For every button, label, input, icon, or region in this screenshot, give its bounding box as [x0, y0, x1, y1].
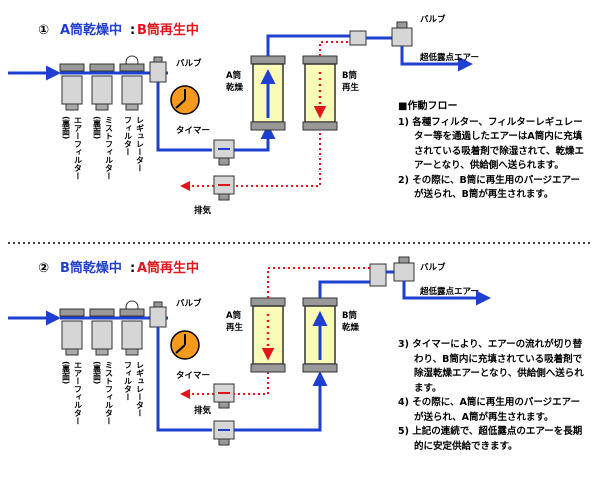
- valve-label-top-2: バルブ: [420, 262, 446, 273]
- regen-return-line: [234, 128, 321, 187]
- section-2-number: ②: [38, 261, 49, 276]
- air-filter-2-label-1: (裏面): [61, 361, 71, 384]
- supply-line-2: [156, 327, 212, 432]
- air-filter-2: [59, 308, 85, 356]
- timer-label-1: タイマー: [176, 125, 210, 136]
- filter-labels: (裏面) エアーフィルター (裏面) ミストフィルター フィルター レギュレータ…: [61, 116, 145, 180]
- mist-filter-label-2: ミストフィルター: [105, 116, 114, 180]
- section-2: ② B筒乾燥中 : A筒再生中 (裏面) エアーフィルター (裏面) ミストフィ…: [8, 256, 491, 446]
- section-1-colon: :: [130, 23, 135, 38]
- mist-filter-2: [89, 308, 115, 356]
- flow-item-2: 2) その際に、B筒に再生用のパージエアーが送られ、B筒が再生されます。: [398, 174, 580, 201]
- output-label-1: 超低露点エアー: [419, 52, 479, 63]
- vessel-b-label-1: B筒: [342, 70, 357, 81]
- flow-item-5: 5) 上記の連続で、超低露点のエアーを長期的に安定供給できます。: [398, 426, 583, 452]
- mist-filter-2-label-2: ミストフィルター: [105, 361, 114, 425]
- air-filter-label-2: エアーフィルター: [74, 116, 83, 180]
- exhaust-label-1: 排気: [194, 205, 212, 216]
- regen-return-line-2: [234, 372, 269, 395]
- flow-item-1: 1) 各種フィルター、フィルターレギュレーター等を通過したエアーはA筒内に充填さ…: [398, 116, 584, 172]
- section-1-b-state: B筒再生中: [137, 22, 199, 38]
- supply-line: [156, 82, 212, 152]
- output-line-b2: [318, 280, 370, 298]
- output-line-a: [266, 34, 350, 56]
- air-filter: [59, 63, 85, 111]
- line-to-vessel-b: [234, 371, 328, 432]
- exhaust-label-2: 排気: [194, 405, 212, 416]
- section-2-a-state: A筒再生中: [137, 260, 199, 276]
- vessel-a: [250, 55, 286, 131]
- air-filter-2-label-2: エアーフィルター: [74, 361, 83, 425]
- vessel-a-label-1: A筒: [226, 70, 242, 81]
- vessel-b2-label-1: B筒: [342, 310, 357, 321]
- section-2-colon: :: [130, 261, 135, 276]
- section-1-number: ①: [38, 23, 49, 38]
- flow-item-4: 4) その際に、A筒に再生用のパージエアーが送られ、A筒が再生されます。: [398, 397, 581, 423]
- filter-labels-2: (裏面) エアーフィルター (裏面) ミストフィルター フィルター レギュレータ…: [61, 361, 145, 425]
- vessel-a2-label-2: 再生: [226, 322, 244, 333]
- regulator-filter-2: [119, 300, 145, 356]
- vessel-a2-label-1: A筒: [226, 310, 242, 321]
- exhaust-valve-2: [213, 383, 235, 409]
- inlet-valve: [149, 56, 167, 83]
- valve-label-top-1: バルブ: [420, 14, 446, 25]
- timer-icon: [170, 85, 200, 115]
- regulator-label-2: レギュレーター: [136, 116, 145, 172]
- flow-description-1: ■作動フロー 1) 各種フィルター、フィルターレギュレーター等を通過したエアーは…: [398, 100, 588, 203]
- mist-filter-2-label-1: (裏面): [92, 361, 102, 384]
- purge-line-a2: [267, 267, 370, 298]
- exhaust-valve: [213, 175, 235, 201]
- output-arrow-2: [402, 281, 491, 306]
- valve-label-2: バルブ: [176, 298, 202, 309]
- section-1: ① A筒乾燥中 : B筒再生中 (裏面) エアーフィルター (裏: [8, 14, 479, 216]
- purge-line-b: [319, 41, 350, 56]
- inlet-valve-2: [149, 301, 167, 328]
- flow-heading: ■作動フロー: [398, 101, 458, 112]
- flow-description-2: 3) タイマーにより、エアーの流れが切り替わり、B筒内に充填されている吸着剤で除…: [398, 338, 588, 454]
- output-label-2: 超低露点エアー: [419, 286, 479, 297]
- output-orifice-2: [369, 263, 394, 287]
- vessel-b-2: [302, 297, 338, 373]
- switch-valve-top: [213, 139, 235, 166]
- mist-filter: [89, 63, 115, 111]
- valve-label-1: バルブ: [176, 58, 202, 69]
- output-arrow-1: [400, 46, 473, 72]
- flow-item-3: 3) タイマーにより、エアーの流れが切り替わり、B筒内に充填されている吸着剤で除…: [398, 339, 584, 394]
- regulator-2-label-1: フィルター: [124, 361, 133, 401]
- air-filter-label-1: (裏面): [61, 116, 71, 139]
- vessel-b2-label-2: 乾燥: [342, 322, 360, 333]
- regulator-label-1: フィルター: [124, 116, 133, 156]
- vessel-b-label-2: 再生: [342, 82, 360, 93]
- regulator-2-label-2: レギュレーター: [136, 361, 145, 417]
- timer-label-2: タイマー: [176, 370, 210, 381]
- section-1-a-state: A筒乾燥中: [60, 22, 122, 38]
- timer-icon-2: [170, 330, 200, 360]
- section-2-b-state: B筒乾燥中: [60, 260, 122, 276]
- regulator-filter: [119, 55, 145, 111]
- output-valve: [391, 21, 413, 47]
- line-to-vessel-a: [234, 124, 276, 152]
- mist-filter-label-1: (裏面): [92, 116, 102, 139]
- vessel-a-label-2: 乾燥: [226, 82, 244, 93]
- output-valve-2: [393, 256, 415, 282]
- vessel-a-2: [250, 297, 286, 373]
- switch-valve-bottom: [213, 420, 235, 446]
- output-orifice: [349, 30, 392, 46]
- vessel-b: [302, 55, 338, 131]
